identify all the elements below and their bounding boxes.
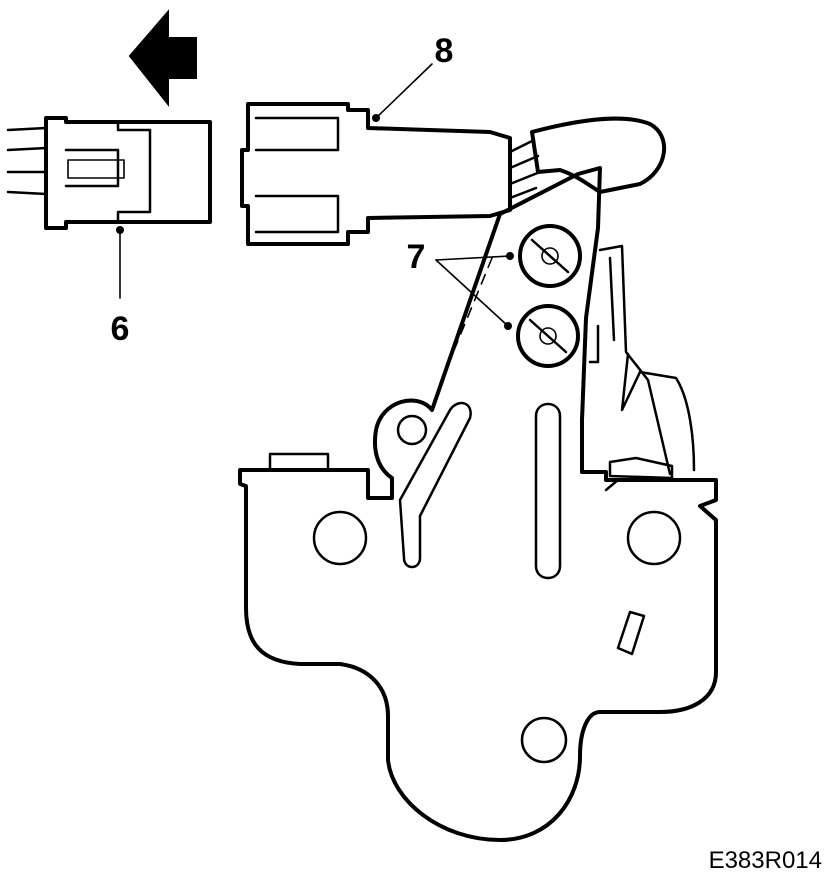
leader-line-7 (435, 252, 514, 330)
fixing-screw-lower (516, 304, 580, 368)
callout-8: 8 (435, 32, 454, 70)
callout-7: 7 (407, 238, 426, 276)
left-arrow-icon (128, 9, 197, 107)
harness-plug (6, 116, 212, 230)
callout-6: 6 (111, 310, 130, 348)
leader-line-6 (116, 226, 124, 299)
leader-line-8 (372, 63, 433, 122)
fixing-screw-upper (518, 224, 582, 288)
latch-plate (238, 166, 718, 842)
figure-code: E383R014 (709, 847, 822, 874)
latch-connector (240, 102, 667, 246)
